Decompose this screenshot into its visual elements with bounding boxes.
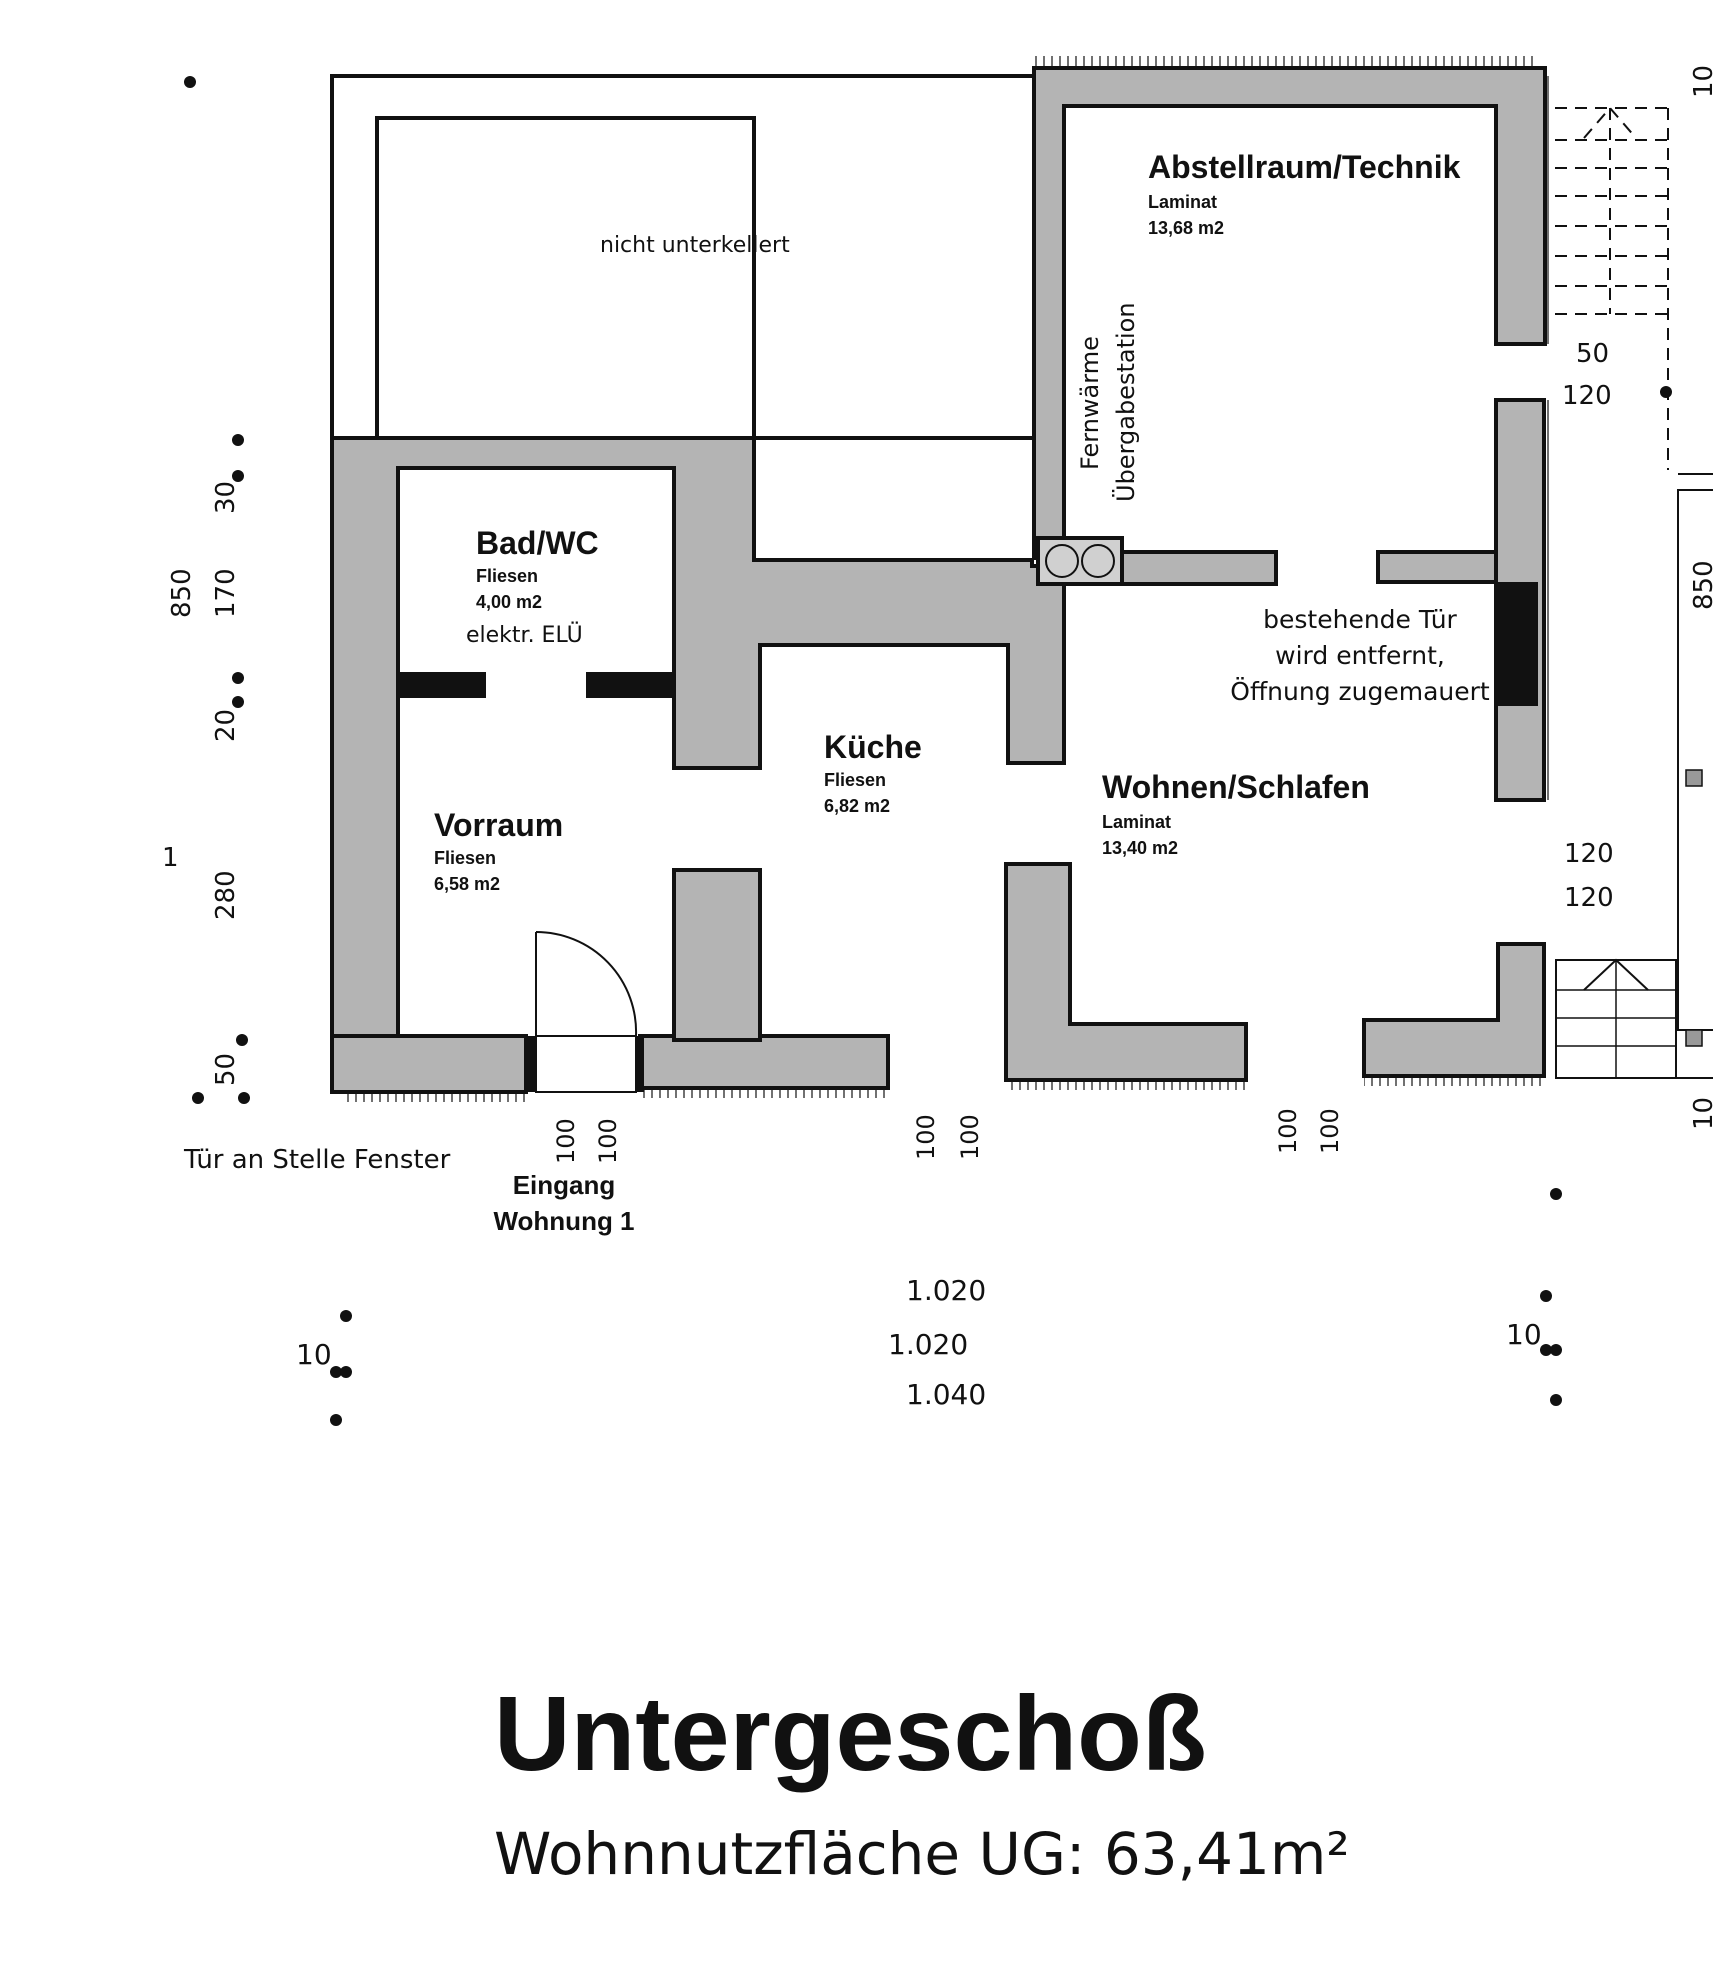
room-area: 13,68 m2 <box>1148 218 1224 238</box>
room-area: 6,58 m2 <box>434 874 500 894</box>
room-area: 13,40 m2 <box>1102 838 1178 858</box>
dim-door-100: 100 <box>1274 1108 1302 1154</box>
dashed-stairs <box>1555 106 1669 470</box>
room-kueche: Küche Fliesen 6,82 m2 <box>824 729 922 816</box>
room-bad: Bad/WC Fliesen 4,00 m2 elektr. ELÜ <box>466 525 599 648</box>
wall-hatching <box>346 56 1555 1102</box>
room-area: 4,00 m2 <box>476 592 542 612</box>
dim-left-850: 850 <box>167 568 197 618</box>
room-area: 6,82 m2 <box>824 796 890 816</box>
note-door-line3: Öffnung zugemauert <box>1230 677 1490 706</box>
label-district-heating: Fernwärme <box>1076 336 1104 470</box>
label-transfer-station: Übergabestation <box>1111 302 1140 502</box>
dim-door-100: 100 <box>956 1114 984 1160</box>
dimension-markers <box>184 76 1672 1426</box>
dim-left-30: 30 <box>211 481 241 514</box>
room-note: elektr. ELÜ <box>466 622 583 648</box>
walls <box>330 66 1547 1094</box>
dark-wall-segments <box>400 582 1538 1092</box>
note-door-line2: wird entfernt, <box>1275 641 1445 670</box>
room-floor: Laminat <box>1102 812 1171 832</box>
page-title: Untergeschoß <box>494 1675 1207 1793</box>
dim-left-50: 50 <box>211 1053 241 1086</box>
dim-total-2: 1.020 <box>888 1328 968 1361</box>
room-floor: Fliesen <box>824 770 886 790</box>
dim-right-120-c: 120 <box>1564 883 1614 913</box>
entrance-label-1: Eingang <box>513 1170 616 1200</box>
dim-right-10-bottom: 10 <box>1689 1097 1713 1130</box>
dim-total-1: 1.020 <box>906 1274 986 1307</box>
dim-side-10-right: 10 <box>1506 1318 1542 1351</box>
dim-left-280: 280 <box>211 870 241 920</box>
dim-right-50: 50 <box>1576 339 1609 369</box>
room-floor: Laminat <box>1148 192 1217 212</box>
district-heating-unit <box>1036 536 1124 586</box>
dim-left-20: 20 <box>211 709 241 742</box>
note-door-window: Tür an Stelle Fenster <box>183 1145 451 1175</box>
note-door-line1: bestehende Tür <box>1263 605 1457 634</box>
room-floor: Fliesen <box>476 566 538 586</box>
dim-door-100: 100 <box>552 1118 580 1164</box>
dim-door-100: 100 <box>912 1114 940 1160</box>
room-name: Küche <box>824 729 922 765</box>
lower-stairs <box>1555 958 1677 1079</box>
label-unexcavated: nicht unterkellert <box>600 233 790 258</box>
room-name: Vorraum <box>434 807 563 843</box>
dim-left-1: 1 <box>162 843 179 873</box>
dim-total-3: 1.040 <box>906 1378 986 1411</box>
dim-left-170: 170 <box>211 568 241 618</box>
room-name: Wohnen/Schlafen <box>1102 769 1370 805</box>
room-floor: Fliesen <box>434 848 496 868</box>
dim-right-850: 850 <box>1689 560 1713 610</box>
dim-right-120-b: 120 <box>1564 839 1614 869</box>
dim-door-100: 100 <box>1316 1108 1344 1154</box>
entrance-door <box>535 931 638 1093</box>
dim-right-120-a: 120 <box>1562 381 1612 411</box>
room-wohnen: Wohnen/Schlafen Laminat 13,40 m2 <box>1102 769 1370 858</box>
dim-side-10-left: 10 <box>296 1338 332 1371</box>
dim-door-100: 100 <box>594 1118 622 1164</box>
room-name: Abstellraum/Technik <box>1148 149 1461 185</box>
dim-right-10-top: 10 <box>1689 65 1713 98</box>
room-abstellraum: Abstellraum/Technik Laminat 13,68 m2 <box>1148 149 1461 238</box>
room-vorraum: Vorraum Fliesen 6,58 m2 <box>434 807 563 894</box>
page-subtitle: Wohnnutzfläche UG: 63,41m² <box>494 1820 1350 1888</box>
room-name: Bad/WC <box>476 525 599 561</box>
entrance-label-2: Wohnung 1 <box>493 1206 634 1236</box>
